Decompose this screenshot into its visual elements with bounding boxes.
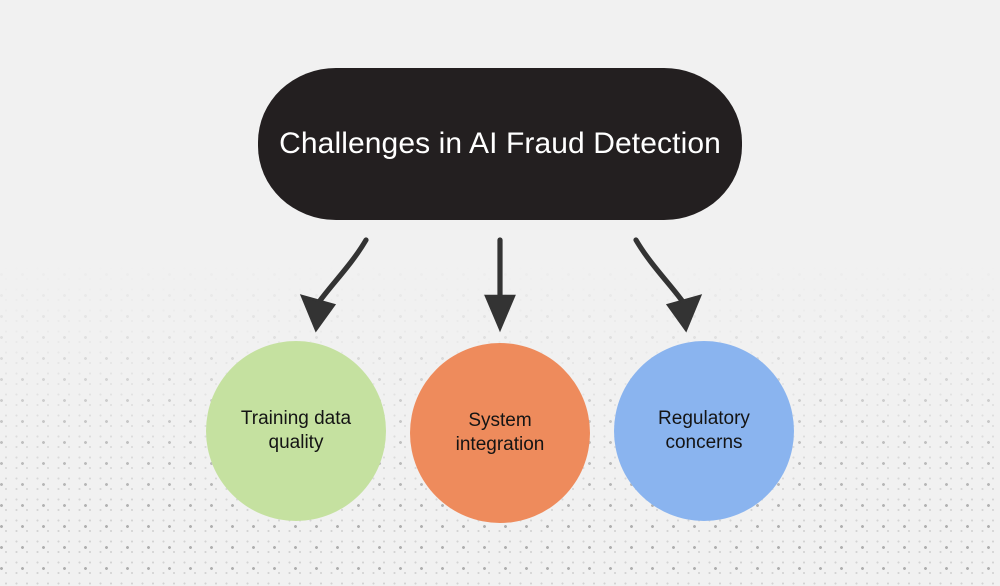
node-system-integration-label: System integration bbox=[456, 409, 545, 458]
arrow-to-training-data-quality bbox=[299, 237, 369, 333]
node-training-data-quality[interactable]: Training data quality bbox=[206, 341, 386, 521]
node-label-line-1: System bbox=[468, 409, 532, 431]
arrow-to-regulatory-concerns bbox=[633, 237, 703, 333]
node-label-line-1: Training data bbox=[240, 407, 352, 429]
node-label-line-1: Regulatory bbox=[658, 407, 750, 429]
root-node-label: Challenges in AI Fraud Detection bbox=[279, 127, 721, 160]
node-regulatory-concerns[interactable]: Regulatory concerns bbox=[614, 341, 794, 521]
node-system-integration[interactable]: System integration bbox=[410, 343, 590, 523]
arrow-to-system-integration bbox=[484, 237, 516, 333]
node-training-data-quality-label: Training data quality bbox=[241, 407, 351, 456]
node-label-line-2: integration bbox=[455, 434, 545, 455]
node-regulatory-concerns-label: Regulatory concerns bbox=[658, 407, 750, 456]
root-node-challenges[interactable]: Challenges in AI Fraud Detection bbox=[258, 68, 742, 220]
node-label-line-2: concerns bbox=[665, 432, 743, 453]
node-label-line-2: quality bbox=[268, 432, 324, 453]
